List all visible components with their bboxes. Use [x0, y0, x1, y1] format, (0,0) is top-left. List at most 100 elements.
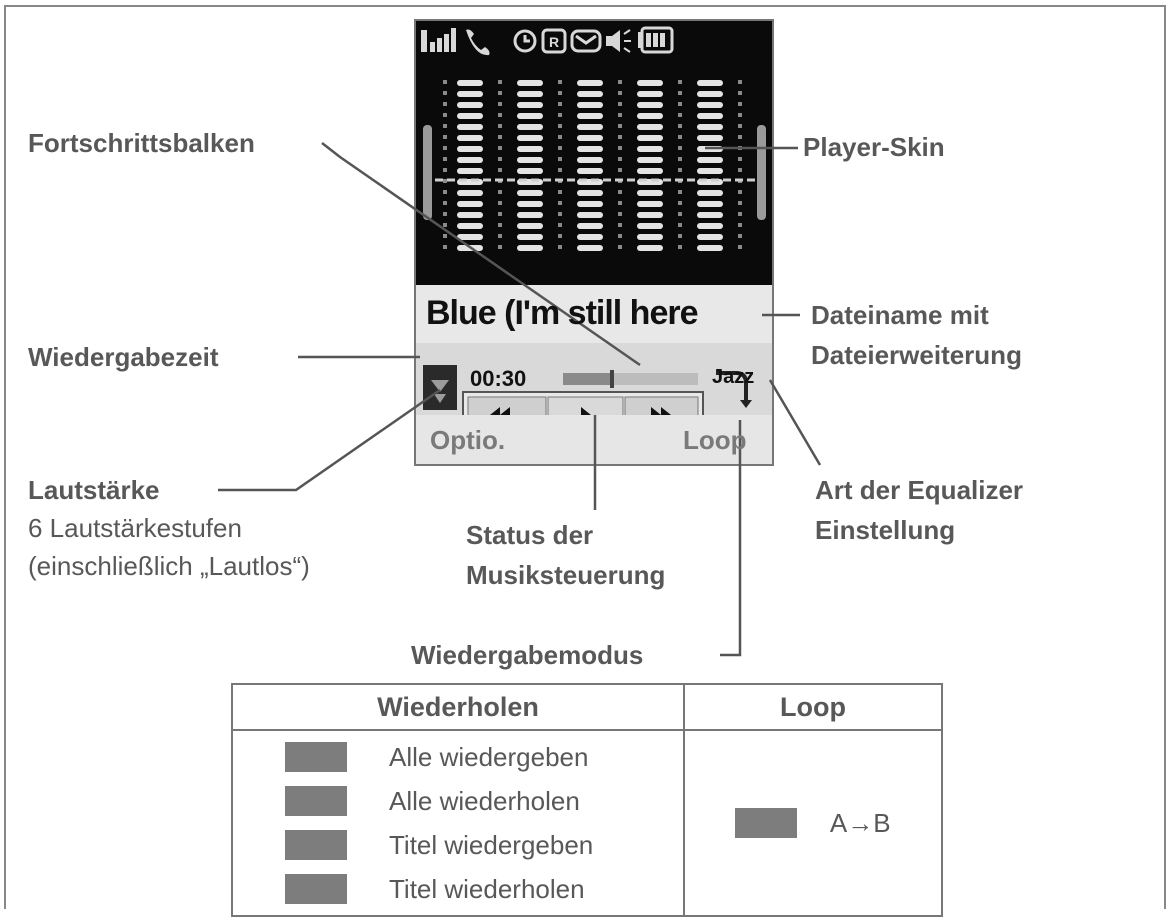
eq-bar-segment [637, 124, 663, 130]
eq-bar-segment [697, 212, 723, 218]
eq-dot [498, 91, 502, 95]
eq-bar-segment [577, 212, 603, 218]
eq-dot [618, 102, 622, 106]
repeat-mode-label: Titel wiedergeben [389, 829, 594, 860]
mode-icon [285, 786, 347, 816]
eq-dot [678, 124, 682, 128]
eq-dot [618, 146, 622, 150]
eq-bar-segment [457, 223, 483, 229]
eq-dot [558, 113, 562, 117]
eq-dot [738, 91, 742, 95]
list-item: Alle wiedergeben [285, 735, 683, 779]
eq-bar-segment [577, 190, 603, 196]
callout-player-skin: Player-Skin [803, 132, 945, 162]
eq-bar-segment [517, 245, 543, 251]
eq-dot [443, 223, 447, 227]
repeat-mode-label: Alle wiederholen [389, 785, 580, 816]
svg-text:R: R [549, 34, 559, 50]
softkey-options[interactable]: Optio. [430, 425, 506, 455]
callout-playback-mode: Wiedergabemodus [411, 640, 644, 670]
eq-bar-segment [577, 80, 603, 86]
eq-dot [738, 168, 742, 172]
eq-bar-segment [457, 201, 483, 207]
callout-volume-desc2: (einschließlich „Lautlos“) [28, 551, 310, 581]
eq-dot [558, 124, 562, 128]
eq-bar-segment [457, 113, 483, 119]
eq-dot [618, 124, 622, 128]
eq-bar-segment [457, 234, 483, 240]
eq-bar-segment [457, 190, 483, 196]
callout-eq-type-line2: Einstellung [815, 515, 956, 545]
eq-bar-segment [517, 168, 543, 174]
eq-dot [443, 80, 447, 84]
callout-eq-type-line1: Art der Equalizer [815, 475, 1024, 505]
eq-bar-segment [577, 91, 603, 97]
callout-control-status-line1: Status der [466, 520, 594, 550]
eq-dot [618, 135, 622, 139]
eq-bar-segment [697, 245, 723, 251]
eq-dot [498, 157, 502, 161]
eq-dot [738, 190, 742, 194]
eq-bar-segment [637, 234, 663, 240]
eq-dot [738, 201, 742, 205]
outer-border [4, 5, 1166, 909]
eq-dot [678, 245, 682, 249]
signal-icon [421, 28, 456, 52]
eq-bar-segment [637, 91, 663, 97]
eq-bar-segment [577, 135, 603, 141]
eq-dot [618, 113, 622, 117]
eq-bar-segment [577, 146, 603, 152]
repeat-mode-label: Titel wiederholen [389, 873, 585, 904]
progress-bar-thumb[interactable] [610, 370, 614, 388]
eq-bar-segment [457, 80, 483, 86]
eq-bar-segment [697, 102, 723, 108]
phone-screen: R [414, 19, 774, 466]
eq-dot [618, 91, 622, 95]
eq-bar-segment [517, 190, 543, 196]
eq-dot [618, 168, 622, 172]
eq-dot [558, 245, 562, 249]
eq-dot [558, 135, 562, 139]
skin-right-handle [757, 125, 766, 220]
eq-dot [498, 245, 502, 249]
eq-bar-segment [457, 157, 483, 163]
eq-bar-segment [517, 234, 543, 240]
eq-dot [738, 102, 742, 106]
softkey-loop[interactable]: Loop [683, 425, 747, 455]
eq-dot [443, 113, 447, 117]
leader-progress-bar [321, 142, 641, 367]
eq-dot [738, 80, 742, 84]
list-item: Titel wiederholen [285, 867, 683, 911]
eq-dot [618, 157, 622, 161]
equalizer-label: Jazz [712, 366, 755, 388]
eq-dot [618, 212, 622, 216]
eq-dot [618, 190, 622, 194]
eq-bar-segment [637, 113, 663, 119]
eq-dot [618, 201, 622, 205]
callout-progress-bar: Fortschrittsbalken [28, 128, 255, 158]
message-icon [570, 29, 602, 53]
eq-dot [558, 168, 562, 172]
eq-dot [558, 234, 562, 238]
eq-dot [443, 201, 447, 205]
repeat-modes-cell: Alle wiedergeben Alle wiederholen Titel … [231, 729, 685, 917]
skin-left-handle [423, 125, 432, 220]
eq-bar-segment [517, 113, 543, 119]
table-header-loop: Loop [683, 683, 943, 731]
eq-bar-segment [517, 146, 543, 152]
playback-mode-arrow-icon [740, 400, 752, 408]
eq-bar-segment [577, 168, 603, 174]
eq-bar-segment [697, 91, 723, 97]
eq-bar-segment [697, 234, 723, 240]
eq-bar-segment [637, 168, 663, 174]
eq-bar-segment [697, 168, 723, 174]
eq-bar-segment [577, 113, 603, 119]
eq-dot [678, 201, 682, 205]
eq-dot [678, 157, 682, 161]
eq-dot [738, 124, 742, 128]
eq-dot [678, 102, 682, 106]
eq-dot [498, 212, 502, 216]
eq-dot [558, 102, 562, 106]
eq-dot [443, 168, 447, 172]
